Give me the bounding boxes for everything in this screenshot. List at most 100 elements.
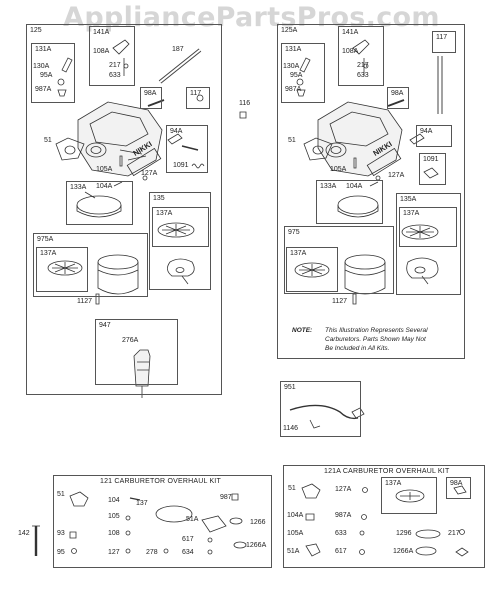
subbox-975A-137A: 137A	[36, 247, 88, 292]
r-part-label-127A: 127A	[388, 172, 405, 179]
r-subbox-135A-137A-label: 137A	[403, 210, 420, 217]
subbox-951: 951	[280, 381, 361, 437]
part-label-217: 217	[109, 62, 121, 69]
subbox-133A-label: 133A	[70, 184, 87, 191]
assembly-125-label: 125	[30, 27, 42, 34]
subbox-947-label: 947	[99, 322, 111, 329]
kit-121-label-108: 108	[108, 530, 120, 537]
kit-121A-label-217: 217	[448, 530, 460, 537]
note-block: NOTE: This Illustration Represents Sever…	[292, 326, 460, 353]
subbox-141A-label: 141A	[93, 29, 110, 36]
subbox-135-137A: 137A	[152, 207, 209, 247]
subbox-117-label: 117	[190, 90, 202, 97]
kit-121-label-617: 617	[182, 536, 194, 543]
kit-121A-label-987A: 987A	[335, 512, 352, 519]
r-subbox-975-137A: 137A	[286, 247, 338, 292]
subbox-975A: 975A	[33, 233, 148, 297]
note-line-2: Carburetors. Parts Shown May Not	[325, 336, 426, 343]
part-label-1146: 1146	[283, 425, 299, 432]
kit-121-label-1266: 1266	[250, 519, 266, 526]
r-part-label-987A: 987A	[285, 86, 302, 93]
note-line-1: This Illustration Represents Several	[325, 327, 428, 334]
part-label-116: 116	[239, 100, 251, 107]
subbox-98A: 98A	[140, 87, 162, 109]
r-part-label-104A: 104A	[346, 183, 363, 190]
kit-121A-box: 121A CARBURETOR OVERHAUL KIT	[283, 465, 485, 568]
kit-121-label-104: 104	[108, 497, 120, 504]
kit-121A-label-105A: 105A	[287, 530, 304, 537]
note-label: NOTE:	[292, 327, 313, 334]
kit-121A-label-617: 617	[335, 548, 347, 555]
assembly-125A-label: 125A	[281, 27, 298, 34]
kit-121A-subbox-98A: 98A	[446, 477, 471, 499]
kit-121-box: 121 CARBURETOR OVERHAUL KIT	[53, 475, 272, 568]
subbox-94A-label: 94A	[170, 128, 183, 135]
kit-121-label-51: 51	[57, 491, 65, 498]
r-part-label-130A: 130A	[283, 63, 300, 70]
kit-121A-subbox-137A: 137A	[381, 477, 437, 514]
part-label-633: 633	[109, 72, 121, 79]
r-part-label-217: 217	[357, 62, 369, 69]
r-subbox-135A: 135A	[396, 193, 461, 295]
r-subbox-1091: 1091	[419, 153, 446, 185]
kit-121A-label-1296: 1296	[396, 530, 412, 537]
kit-121-title: 121 CARBURETOR OVERHAUL KIT	[100, 478, 221, 485]
part-label-130A: 130A	[33, 63, 50, 70]
subbox-94A: 94A	[166, 125, 208, 173]
kit-121-label-137: 137	[136, 500, 148, 507]
r-subbox-133A: 133A	[316, 180, 383, 224]
kit-121A-label-51A: 51A	[287, 548, 300, 555]
subbox-117: 117	[186, 87, 210, 109]
part-label-276A: 276A	[122, 337, 139, 344]
r-subbox-1091-label: 1091	[423, 156, 439, 163]
part-label-142: 142	[18, 530, 30, 537]
kit-121A-label-633: 633	[335, 530, 347, 537]
subbox-133A: 133A	[66, 181, 133, 225]
part-label-105A: 105A	[96, 166, 113, 173]
r-subbox-133A-label: 133A	[320, 183, 337, 190]
r-subbox-131A-label: 131A	[285, 46, 302, 53]
subbox-131A: 131A	[31, 43, 75, 103]
r-subbox-135A-137A: 137A	[399, 207, 457, 247]
kit-121-label-95: 95	[57, 549, 65, 556]
r-part-label-108A: 108A	[342, 48, 359, 55]
kit-121-label-987: 987	[220, 494, 232, 501]
part-label-1127: 1127	[77, 298, 93, 305]
subbox-98A-label: 98A	[144, 90, 157, 97]
r-part-label-51: 51	[288, 137, 296, 144]
kit-121-label-634: 634	[182, 549, 194, 556]
r-part-label-633: 633	[357, 72, 369, 79]
left-assembly-art	[47, 39, 205, 398]
subbox-131A-label: 131A	[35, 46, 52, 53]
r-subbox-141A-label: 141A	[342, 29, 359, 36]
r-subbox-975: 975	[284, 226, 394, 294]
r-subbox-94A: 94A	[416, 125, 452, 147]
subbox-951-label: 951	[284, 384, 296, 391]
kit-121-art	[69, 491, 247, 555]
r-subbox-117-label: 117	[436, 34, 448, 41]
kit-121-label-105: 105	[108, 513, 120, 520]
r-subbox-975-label: 975	[288, 229, 300, 236]
kit-121A-label-127A: 127A	[335, 486, 352, 493]
r-subbox-131A: 131A	[281, 43, 325, 103]
assembly-125-box: 125	[26, 24, 222, 395]
r-subbox-94A-label: 94A	[420, 128, 433, 135]
r-part-label-1127: 1127	[332, 298, 348, 305]
part-label-95A: 95A	[40, 72, 53, 79]
part-label-1091: 1091	[173, 162, 189, 169]
subbox-975A-label: 975A	[37, 236, 54, 243]
subbox-141A: 141A	[89, 26, 135, 86]
r-subbox-98A: 98A	[387, 87, 409, 109]
r-subbox-141A: 141A	[338, 26, 384, 86]
kit-121A-label-104A: 104A	[287, 512, 304, 519]
kit-121A-label-98A: 98A	[450, 480, 463, 487]
kit-121A-label-1266A: 1266A	[393, 548, 414, 555]
r-subbox-98A-label: 98A	[391, 90, 404, 97]
r-subbox-117: 117	[432, 31, 456, 53]
kit-121A-label-137A: 137A	[385, 480, 402, 487]
subbox-975A-137A-label: 137A	[40, 250, 57, 257]
part-label-187: 187	[172, 46, 184, 53]
watermark: AppliancePartsPros.com	[63, 2, 440, 33]
r-part-label-95A: 95A	[290, 72, 303, 79]
